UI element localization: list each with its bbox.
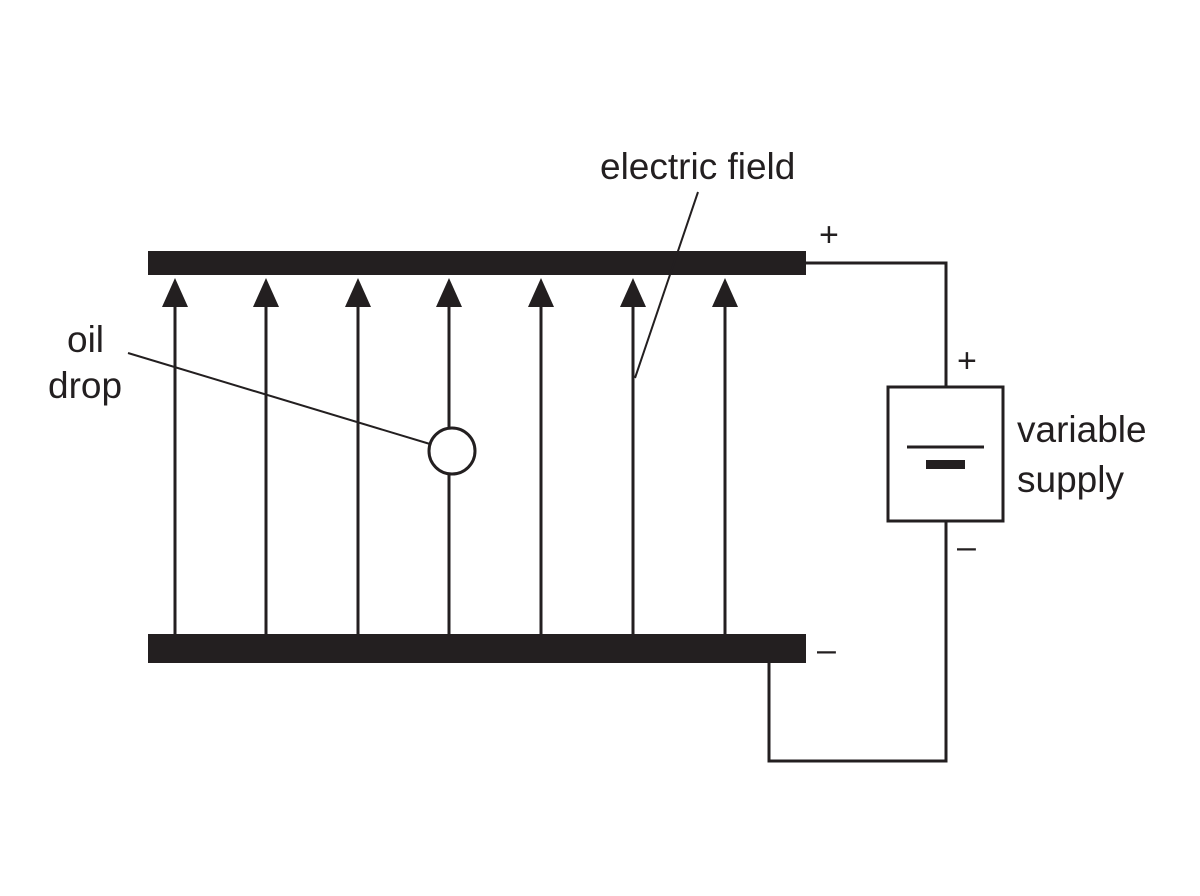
variable-supply-label-line1: variable: [1017, 409, 1147, 450]
oil-drop-label-line2: drop: [48, 365, 122, 406]
bottom-plate-minus-sign: –: [817, 631, 836, 669]
supply-plus-sign: +: [957, 342, 977, 380]
circuit-wire-bottom: [767, 521, 948, 763]
oil-drop-label-line1: oil: [67, 319, 104, 360]
field-line-arrow: [620, 278, 646, 634]
electric-field-leader-line: [634, 191, 699, 379]
supply-minus-sign: –: [957, 528, 976, 566]
field-line-arrow: [253, 278, 279, 634]
field-line-arrow: [712, 278, 738, 634]
oil-drop-leader-line: [127, 352, 431, 445]
field-line-arrow: [528, 278, 554, 634]
variable-supply-box: [886, 385, 1005, 523]
top-plate-plus-sign: +: [819, 216, 839, 254]
field-line-arrow: [162, 278, 188, 634]
electric-field-label: electric field: [600, 146, 795, 187]
bottom-plate: [148, 634, 806, 663]
circuit-wire-top: [806, 261, 948, 387]
field-line-arrow: [345, 278, 371, 634]
cell-negative-plate: [926, 460, 965, 469]
oil-drop: [427, 426, 477, 476]
variable-supply-label-line2: supply: [1017, 459, 1124, 500]
field-lines: [162, 278, 738, 634]
top-plate: [148, 251, 806, 275]
